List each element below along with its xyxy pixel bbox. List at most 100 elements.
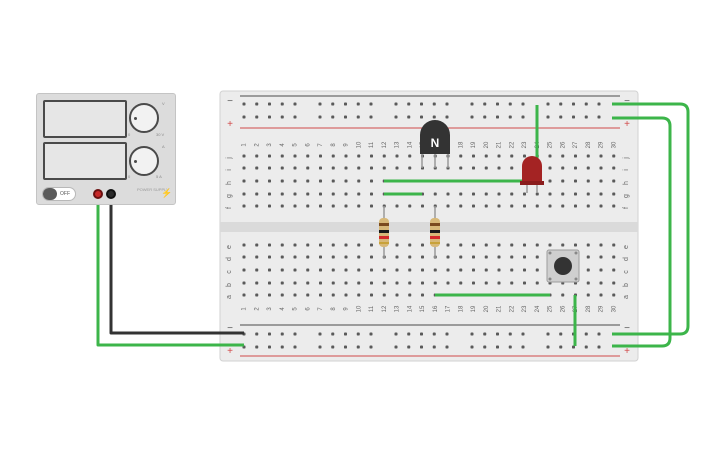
hole-i9[interactable]	[344, 166, 348, 170]
hole-b22[interactable]	[510, 281, 514, 285]
npn-transistor[interactable]: N	[420, 120, 450, 168]
rail-hole[interactable]	[356, 102, 360, 106]
hole-g27[interactable]	[574, 192, 577, 196]
hole-b1[interactable]	[242, 281, 246, 285]
hole-i21[interactable]	[497, 166, 501, 170]
hole-g25[interactable]	[548, 192, 552, 196]
rail-hole[interactable]	[318, 345, 322, 349]
rail-hole[interactable]	[369, 102, 373, 106]
hole-d23[interactable]	[523, 255, 526, 259]
hole-j6[interactable]	[306, 154, 310, 158]
hole-a6[interactable]	[306, 293, 310, 297]
rail-hole[interactable]	[268, 102, 271, 106]
hole-h25[interactable]	[548, 179, 552, 183]
rail-hole[interactable]	[546, 332, 550, 336]
hole-j5[interactable]	[293, 154, 297, 158]
rail-hole[interactable]	[597, 115, 601, 119]
rail-hole[interactable]	[394, 345, 398, 349]
hole-a28[interactable]	[586, 293, 590, 297]
hole-j26[interactable]	[561, 154, 565, 158]
hole-j28[interactable]	[586, 154, 590, 158]
hole-j12[interactable]	[382, 154, 386, 158]
rail-hole[interactable]	[242, 115, 246, 119]
rail-hole[interactable]	[521, 115, 525, 119]
rail-hole[interactable]	[597, 332, 601, 336]
rail-hole[interactable]	[445, 345, 449, 349]
hole-e7[interactable]	[319, 243, 322, 247]
hole-a11[interactable]	[370, 293, 373, 297]
hole-i13[interactable]	[395, 166, 399, 170]
rail-hole[interactable]	[344, 115, 347, 119]
hole-b15[interactable]	[421, 281, 424, 285]
hole-f8[interactable]	[331, 204, 335, 208]
hole-f26[interactable]	[561, 204, 565, 208]
hole-g10[interactable]	[357, 192, 361, 196]
rail-hole[interactable]	[356, 115, 360, 119]
hole-g28[interactable]	[586, 192, 590, 196]
rail-hole[interactable]	[559, 115, 563, 119]
hole-b18[interactable]	[459, 281, 463, 285]
rail-hole[interactable]	[268, 115, 271, 119]
rail-hole[interactable]	[546, 345, 550, 349]
rail-hole[interactable]	[280, 345, 284, 349]
rail-hole[interactable]	[369, 332, 373, 336]
hole-j4[interactable]	[280, 154, 284, 158]
hole-g6[interactable]	[306, 192, 310, 196]
hole-g24[interactable]	[535, 192, 539, 196]
hole-a13[interactable]	[395, 293, 399, 297]
hole-f18[interactable]	[459, 204, 463, 208]
rail-hole[interactable]	[318, 115, 322, 119]
hole-c19[interactable]	[472, 268, 475, 272]
hole-b2[interactable]	[255, 281, 259, 285]
hole-b6[interactable]	[306, 281, 310, 285]
hole-d21[interactable]	[497, 255, 501, 259]
hole-c3[interactable]	[268, 268, 271, 272]
hole-b12[interactable]	[382, 281, 386, 285]
hole-d15[interactable]	[421, 255, 424, 259]
rail-hole[interactable]	[470, 102, 474, 106]
hole-i4[interactable]	[280, 166, 284, 170]
hole-j22[interactable]	[510, 154, 514, 158]
rail-hole[interactable]	[394, 102, 398, 106]
hole-d2[interactable]	[255, 255, 259, 259]
hole-a15[interactable]	[421, 293, 424, 297]
hole-h6[interactable]	[306, 179, 310, 183]
rail-hole[interactable]	[331, 102, 335, 106]
rail-hole[interactable]	[344, 345, 347, 349]
hole-b3[interactable]	[268, 281, 271, 285]
rail-hole[interactable]	[293, 332, 297, 336]
hole-c4[interactable]	[280, 268, 284, 272]
hole-f21[interactable]	[497, 204, 501, 208]
hole-j27[interactable]	[574, 154, 577, 158]
hole-g19[interactable]	[472, 192, 475, 196]
hole-d10[interactable]	[357, 255, 361, 259]
hole-j1[interactable]	[242, 154, 246, 158]
hole-i29[interactable]	[599, 166, 603, 170]
rail-hole[interactable]	[432, 332, 436, 336]
hole-g4[interactable]	[280, 192, 284, 196]
hole-h8[interactable]	[331, 179, 335, 183]
hole-g5[interactable]	[293, 192, 297, 196]
rail-hole[interactable]	[331, 345, 335, 349]
hole-a5[interactable]	[293, 293, 297, 297]
hole-e29[interactable]	[599, 243, 603, 247]
hole-b24[interactable]	[535, 281, 539, 285]
hole-e30[interactable]	[612, 243, 616, 247]
hole-d14[interactable]	[408, 255, 412, 259]
rail-hole[interactable]	[597, 102, 601, 106]
hole-j9[interactable]	[344, 154, 348, 158]
rail-hole[interactable]	[344, 102, 347, 106]
hole-e25[interactable]	[548, 243, 552, 247]
hole-c21[interactable]	[497, 268, 501, 272]
hole-e5[interactable]	[293, 243, 297, 247]
hole-g21[interactable]	[497, 192, 501, 196]
hole-e10[interactable]	[357, 243, 361, 247]
hole-g20[interactable]	[484, 192, 488, 196]
hole-f5[interactable]	[293, 204, 297, 208]
hole-c15[interactable]	[421, 268, 424, 272]
hole-j18[interactable]	[459, 154, 463, 158]
wire-rail-plus-bridge[interactable]	[612, 116, 672, 348]
hole-g2[interactable]	[255, 192, 259, 196]
hole-b20[interactable]	[484, 281, 488, 285]
